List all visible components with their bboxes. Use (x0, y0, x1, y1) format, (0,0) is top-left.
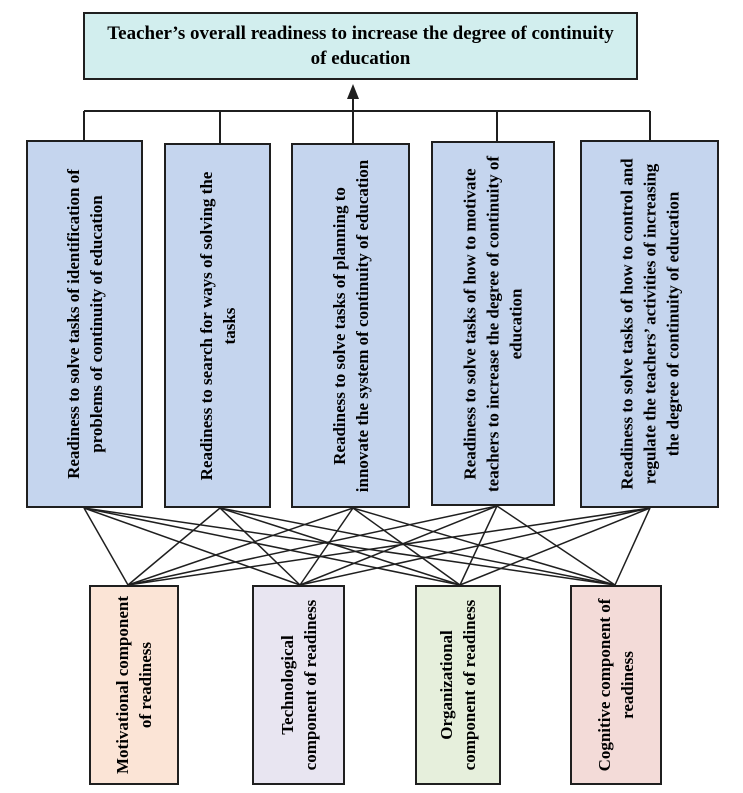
link-task0-comp1 (83, 507, 301, 586)
link-task2-comp2 (352, 507, 461, 586)
task-label-motivation: Readiness to solve tasks of how to motiv… (460, 155, 526, 492)
link-task4-comp2 (459, 507, 651, 586)
component-box-technological: Technological component of readiness (252, 585, 345, 785)
component-label-motivational: Motivational component of readiness (113, 595, 155, 775)
link-task2-comp3 (352, 507, 616, 586)
task-box-planning: Readiness to solve tasks of planning to … (291, 143, 410, 508)
link-task1-comp1 (219, 507, 301, 586)
component-label-organizational: Organizational component of readiness (437, 599, 479, 771)
task-label-planning: Readiness to solve tasks of planning to … (329, 159, 372, 492)
task-box-search: Readiness to search for ways of solving … (164, 143, 271, 508)
task-label-search: Readiness to search for ways of solving … (196, 171, 239, 480)
task-label-identification: Readiness to solve tasks of identificati… (63, 169, 106, 479)
task-box-motivation: Readiness to solve tasks of how to motiv… (431, 141, 555, 506)
link-task1-comp0 (127, 507, 221, 586)
task-box-identification: Readiness to solve tasks of identificati… (26, 140, 143, 508)
link-task4-comp1 (299, 507, 651, 586)
component-box-cognitive: Cognitive component of readiness (570, 585, 662, 785)
overall-readiness-box: Teacher’s overall readiness to increase … (83, 12, 638, 80)
overall-readiness-title: Teacher’s overall readiness to increase … (107, 23, 614, 69)
task-box-control: Readiness to solve tasks of how to contr… (580, 140, 719, 508)
component-label-cognitive: Cognitive component of readiness (595, 598, 637, 772)
link-task0-comp0 (83, 507, 129, 586)
link-task1-comp2 (219, 507, 461, 586)
link-task2-comp1 (299, 507, 354, 586)
link-task2-comp0 (127, 507, 354, 586)
link-task0-comp3 (83, 507, 616, 586)
arrowhead-up (347, 84, 359, 99)
component-box-motivational: Motivational component of readiness (89, 585, 179, 785)
link-task4-comp3 (614, 507, 651, 586)
component-label-technological: Technological component of readiness (277, 599, 320, 771)
link-task3-comp0 (127, 505, 498, 586)
link-task4-comp0 (127, 507, 651, 586)
link-task0-comp2 (83, 507, 461, 586)
component-box-organizational: Organizational component of readiness (415, 585, 501, 785)
link-task1-comp3 (219, 507, 616, 586)
task-label-control: Readiness to solve tasks of how to contr… (617, 158, 682, 490)
